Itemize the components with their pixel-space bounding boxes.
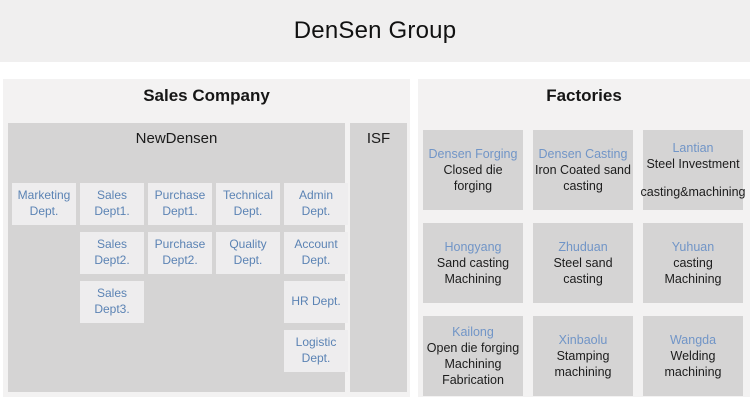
factory-name: Densen Casting	[538, 146, 628, 161]
factory-name: Xinbaolu	[558, 332, 608, 347]
factory-desc-line: Fabrication	[442, 373, 504, 388]
factory-name: Densen Forging	[428, 146, 518, 161]
factory-desc-line: casting	[673, 255, 713, 270]
sales-company-header: Sales Company	[143, 86, 270, 105]
factory-name: Wangda	[669, 332, 717, 347]
page-title: DenSen Group	[293, 17, 457, 44]
newdensen-grid: Marketing Dept.Sales Dept1.Purchase Dept…	[12, 183, 348, 372]
dept-box: Purchase Dept2.	[148, 232, 212, 274]
dept-box: Marketing Dept.	[12, 183, 76, 225]
dept-box: Quality Dept.	[216, 232, 280, 274]
dept-box: Sales Dept1.	[80, 183, 144, 225]
factory-name: Lantian	[672, 141, 714, 156]
factory-name: Kailong	[452, 324, 494, 339]
newdensen-label: NewDensen	[135, 130, 218, 147]
factory-desc-line: Machining	[444, 357, 502, 371]
factory-name: Zhuduan	[558, 239, 608, 254]
factory-desc-line: casting&machining	[640, 184, 746, 199]
factory-name: Yuhuan	[671, 239, 715, 254]
isf-label: ISF	[366, 130, 391, 147]
factory-desc-line: Machining	[664, 272, 722, 287]
newdensen-container: NewDensen Marketing Dept.Sales Dept1.Pur…	[8, 123, 348, 392]
factory-desc-line: Stamping	[556, 348, 610, 363]
isf-container: ISF	[350, 123, 407, 392]
factory-desc-line: Open die forging	[426, 340, 520, 355]
factory-desc-line: Iron Coated sand casting	[535, 162, 631, 194]
sales-company-panel: Sales Company NewDensen Marketing Dept.S…	[3, 79, 410, 397]
dept-box: Logistic Dept.	[284, 330, 348, 372]
factory-desc-line: Machining	[444, 272, 502, 287]
factory-desc-line: Steel sand casting	[553, 255, 613, 287]
factory-desc-line: machining	[664, 365, 722, 380]
factory-name: Hongyang	[444, 239, 502, 254]
factory-desc-line: Sand casting	[436, 255, 510, 270]
factories-header: Factories	[546, 86, 622, 105]
factory-desc-line: Welding	[670, 348, 716, 363]
dept-box: Sales Dept2.	[80, 232, 144, 274]
factory-desc-line: Closed die forging	[443, 162, 503, 194]
dept-box: Technical Dept.	[216, 183, 280, 225]
dept-box: Admin Dept.	[284, 183, 348, 225]
title-bar: DenSen Group	[0, 0, 750, 62]
dept-box: HR Dept.	[284, 281, 348, 323]
factory-desc-line: machining	[554, 365, 612, 380]
dept-box: Sales Dept3.	[80, 281, 144, 323]
dept-box: Purchase Dept1.	[148, 183, 212, 225]
factory-desc-line: Steel Investment	[646, 157, 740, 172]
dept-box: Account Dept.	[284, 232, 348, 274]
